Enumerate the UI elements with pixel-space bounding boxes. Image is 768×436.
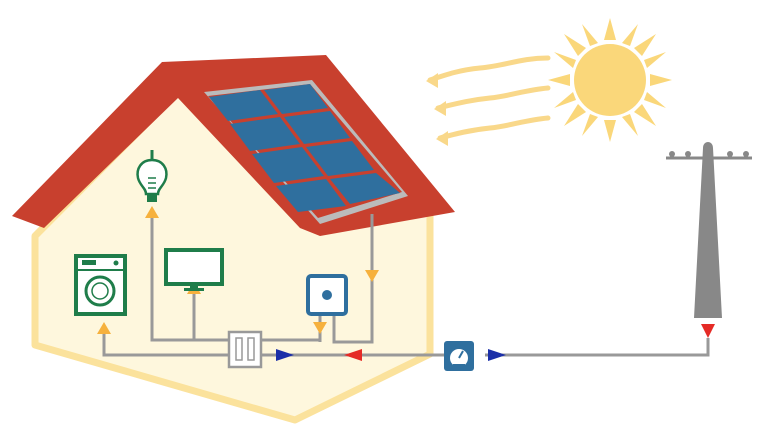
sun-icon	[548, 18, 672, 142]
fuse-box-icon	[227, 330, 263, 369]
arrow-up-bulb	[145, 206, 159, 218]
inverter-icon	[306, 274, 348, 316]
tv-icon	[164, 248, 224, 291]
arrow-down-pole	[701, 324, 715, 338]
arrow-right-2	[488, 349, 506, 361]
utility-pole-icon	[666, 142, 752, 318]
blue-arrows	[276, 349, 506, 361]
sun-ray-arrowheads	[426, 73, 448, 146]
red-arrows	[344, 324, 715, 361]
arrow-right-1	[276, 349, 294, 361]
meter-icon	[444, 341, 474, 371]
arrow-down-panel	[365, 270, 379, 282]
solar-panel-icon	[204, 80, 408, 224]
sun-rays	[427, 55, 551, 141]
light-bulb-icon	[136, 150, 168, 202]
arrow-down-inverter	[313, 322, 327, 334]
arrow-left-red	[344, 349, 362, 361]
arrow-up-washer	[97, 322, 111, 334]
washing-machine-icon	[74, 254, 127, 316]
